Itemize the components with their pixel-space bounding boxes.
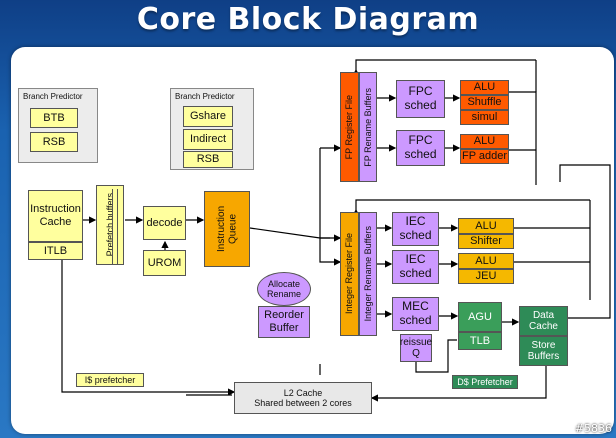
agu-block: AGU (458, 302, 502, 332)
l2-cache-label: L2 Cache (283, 387, 323, 398)
fp-register-file: FP Register File (340, 72, 359, 182)
branch-predictor-label: Branch Predictor (175, 92, 235, 101)
integer-rename-buffers: Integer Rename Buffers (359, 212, 377, 336)
btb-block: BTB (30, 108, 78, 128)
instruction-queue: Instruction Queue (204, 191, 250, 267)
rsb-block: RSB (30, 132, 78, 152)
i-prefetcher: I$ prefetcher (76, 373, 144, 387)
data-cache: Data Cache (519, 306, 568, 336)
slide-title: Core Block Diagram (136, 2, 480, 37)
allocate-rename: Allocate Rename (257, 272, 311, 306)
int-alu-2: ALU (458, 253, 514, 269)
instruction-cache: Instruction Cache (28, 190, 83, 242)
iec-scheduler-2: IEC sched (392, 250, 439, 284)
fp-simul: simul (460, 110, 509, 125)
fpc-scheduler-2: FPC sched (396, 130, 445, 166)
watermark: #5836 (574, 422, 612, 435)
fp-alu: ALU (460, 80, 509, 95)
int-alu-1: ALU (458, 218, 514, 234)
fp-register-file-label: FP Register File (344, 94, 355, 160)
fp-shuffle: Shuffle (460, 95, 509, 110)
buffer-lane (112, 189, 118, 265)
rsb-block: RSB (183, 151, 233, 168)
iec-scheduler-1: IEC sched (392, 212, 439, 246)
fp-alu-2: ALU (460, 134, 509, 149)
int-jeu: JEU (458, 269, 514, 284)
store-buffers: Store Buffers (519, 336, 568, 366)
reorder-buffer: Reorder Buffer (258, 306, 310, 338)
branch-predictor-label: Branch Predictor (23, 92, 83, 101)
mec-scheduler: MEC sched (392, 297, 439, 331)
fpc-scheduler-1: FPC sched (396, 80, 445, 118)
integer-rename-buffers-label: Integer Rename Buffers (362, 226, 373, 322)
indirect-block: Indirect (183, 129, 233, 150)
fp-rename-buffers: FP Rename Buffers (359, 72, 377, 182)
tlb-block: TLB (458, 332, 502, 350)
reissue-queue: reissue Q (400, 334, 432, 362)
fp-rename-buffers-label: FP Rename Buffers (362, 87, 373, 167)
decode-block: decode (143, 206, 186, 240)
int-shifter: Shifter (458, 234, 514, 249)
urom-block: UROM (143, 250, 186, 276)
fp-adder: FP adder (460, 149, 509, 164)
gshare-block: Gshare (183, 106, 233, 127)
prefetch-buffers: Prefetch buffers (96, 185, 124, 265)
integer-register-file-label: Integer Register File (344, 233, 355, 315)
l2-cache: L2 Cache Shared between 2 cores (234, 382, 372, 414)
integer-register-file: Integer Register File (340, 212, 359, 336)
instruction-queue-label: Instruction Queue (215, 205, 239, 253)
l2-shared-label: Shared between 2 cores (254, 398, 352, 408)
itlb-block: ITLB (28, 242, 83, 260)
d-prefetcher: D$ Prefetcher (452, 375, 518, 389)
